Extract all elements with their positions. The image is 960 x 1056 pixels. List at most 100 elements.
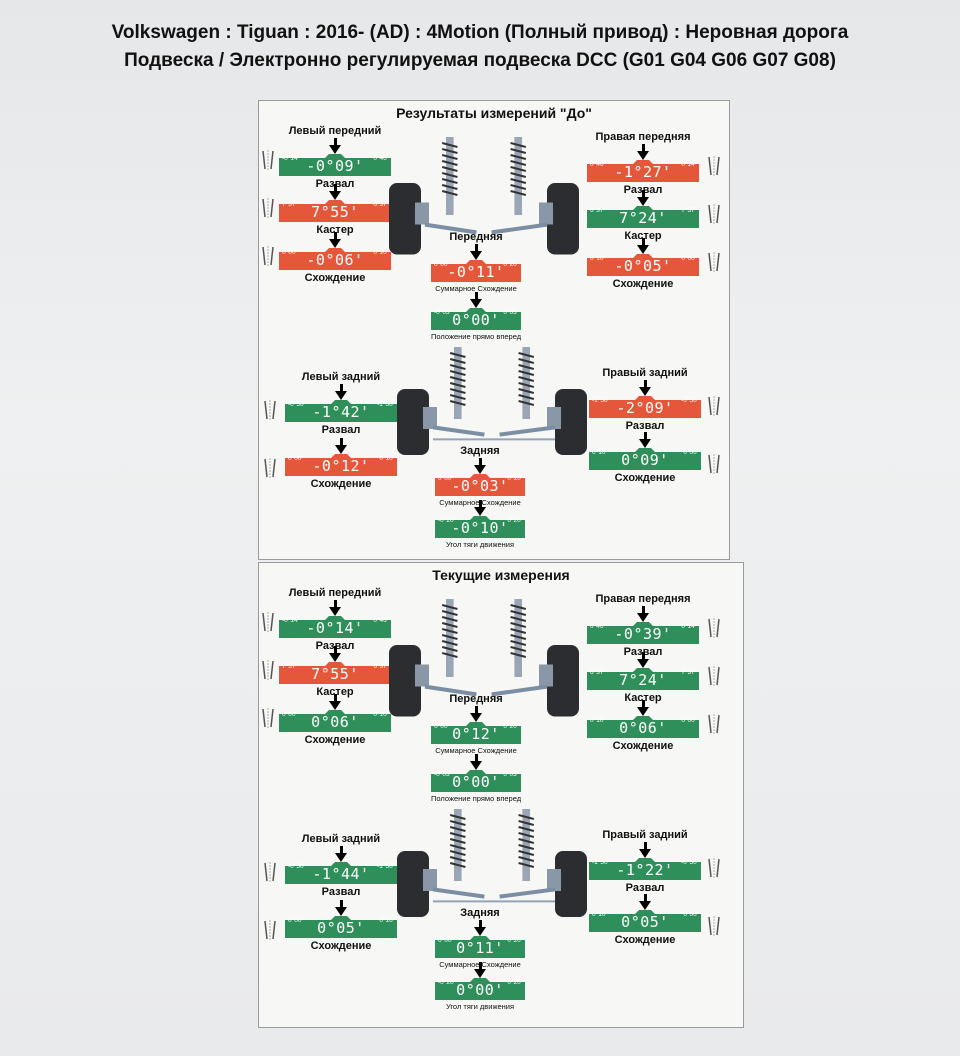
current-front-straight-label: Положение прямо вперед [431, 794, 522, 803]
range-max: 0°03' [503, 309, 518, 316]
current-front-right-camber-gauge: 0°46' 0°14' -0°39' [587, 622, 699, 644]
range-min: 0°10' [592, 449, 607, 456]
current-front-left-camber: Левый передний-0°14'0°46'-0°14'Развал [279, 587, 391, 652]
wheel-angle-icon [261, 457, 279, 484]
before-rear-thrust-value: -0°10' [451, 519, 509, 537]
range-min: 0°46' [590, 161, 605, 168]
range-max: 0°10' [373, 711, 388, 718]
range-max: -1°50' [377, 401, 394, 408]
current-front-total-toe-title: Передняя [449, 693, 503, 705]
current-rear-right-camber: Правый задний-1°50'-0°50'-1°22'Развал [589, 829, 701, 894]
current-front-total-toe-label: Суммарное Схождение [435, 746, 517, 755]
current-front-left-caster-gauge-shape [279, 662, 391, 684]
current-front-total-toe: Передняя 0°00'0°20'0°12' Суммарное Схожден… [431, 693, 521, 755]
before-front-total-toe-value: -0°11' [447, 263, 505, 281]
current-rear-thrust-gauge-shape [435, 978, 525, 1000]
range-max: 0°00' [681, 255, 696, 262]
before-rear-thrust-gauge: -0°20' 0°20'-0°10' [435, 516, 525, 538]
current-front-left-toe-value: 0°06' [311, 713, 359, 731]
range-min: 0°46' [590, 623, 605, 630]
before-rear-right-toe-gauge: 0°10'0°00'0°09' [589, 448, 701, 470]
range-max: 0°20' [507, 517, 522, 524]
range-min: 7°37' [282, 663, 297, 670]
current-front-right-camber-value: -0°39' [614, 625, 672, 643]
before-front-straight-gauge: -0°03' 0°03'0°00' [431, 308, 521, 330]
before-measurements-panel: Результаты измерений "До" Левый передний… [258, 100, 730, 560]
before-rear-suspension-illustration [397, 341, 587, 466]
range-min: -0°20' [438, 517, 455, 524]
before-front-right-camber-gauge: 0°46'0°14'-1°27' [587, 160, 699, 182]
down-arrow-icon [639, 894, 651, 910]
current-rear-thrust-gauge: -0°20'0°20'0°00' [435, 978, 525, 1000]
down-arrow-icon [335, 900, 347, 916]
before-front-straight-label: Положение прямо вперед [431, 332, 522, 341]
range-min: -0°03' [434, 309, 451, 316]
before-rear-left-toe-gauge-shape [285, 454, 397, 476]
current-front-right-toe-value: 0°06' [619, 719, 667, 737]
before-rear-right-toe-value: 0°09' [621, 451, 669, 469]
down-arrow-icon [335, 438, 347, 454]
before-rear-left-camber-gauge: -0°50'-1°50'-1°42' [285, 400, 397, 422]
before-front-left-camber-gauge-shape [279, 154, 391, 176]
before-front-total-toe-label: Суммарное Схождение [435, 284, 517, 293]
before-front-left-toe-gauge-shape [279, 248, 391, 270]
before-rear-thrust-gauge-shape [435, 516, 525, 538]
before-front-suspension-illustration [389, 131, 579, 266]
range-min: -0°14' [282, 155, 299, 162]
wheel-angle-icon [259, 611, 277, 638]
range-min: 0°00' [282, 249, 297, 256]
before-rear-total-toe-title: Задняя [460, 445, 500, 457]
down-arrow-icon [329, 232, 341, 248]
before-front-right-toe-value: -0°05' [614, 257, 672, 275]
current-rear-left-camber-value: -1°44' [312, 865, 370, 883]
wheel-angle-icon [261, 861, 279, 888]
range-max: 0°46' [373, 617, 388, 624]
vehicle-header-line2: Подвеска / Электронно регулируемая подве… [124, 50, 836, 71]
range-max: 0°20' [507, 475, 522, 482]
before-front-right-camber-value: -1°27' [614, 163, 672, 181]
before-front-right-toe: 0°10'0°00'-0°05'Схождение [587, 238, 699, 290]
current-front-left-camber-gauge-shape [279, 616, 391, 638]
before-front-left-toe: 0°00'0°10'-0°06'Схождение [279, 232, 391, 284]
current-rear-right-camber-value: -1°22' [616, 861, 674, 879]
down-arrow-icon [637, 652, 649, 668]
range-min: 0°10' [592, 911, 607, 918]
current-rear-left-toe-value: 0°05' [317, 919, 365, 937]
down-arrow-icon [329, 138, 341, 154]
wheel-angle-icon [705, 713, 723, 740]
range-max: 0°14' [681, 623, 696, 630]
range-max: 0°00' [683, 911, 698, 918]
current-rear-left-camber: Левый задний-0°50'-1°50'-1°44'Развал [285, 833, 397, 898]
range-max: 7°37' [681, 207, 696, 214]
before-rear-right-toe-label: Схождение [614, 472, 676, 484]
current-rear-total-toe-title: Задняя [460, 907, 500, 919]
range-max: 0°10' [373, 249, 388, 256]
before-front-straight-value: 0°00' [452, 311, 500, 329]
before-rear-left-toe: 0°00'0°10'-0°12'Схождение [285, 438, 397, 490]
current-front-left-camber-title: Левый передний [288, 587, 382, 599]
current-rear-thrust-value: 0°00' [456, 981, 504, 999]
range-min: -1°50' [592, 397, 609, 404]
current-rear-left-toe-label: Схождение [310, 940, 372, 952]
down-arrow-icon [335, 384, 347, 400]
current-front-total-toe-gauge-shape [431, 722, 521, 744]
before-panel-title: Результаты измерений "До" [396, 105, 592, 121]
current-front-left-caster-gauge: 7°37'6°37'7°55' [279, 662, 391, 684]
current-front-right-camber-gauge-shape [587, 622, 699, 644]
before-front-left-caster-gauge: 7°37'6°37'7°55' [279, 200, 391, 222]
down-arrow-icon [639, 380, 651, 396]
before-rear-left-camber: Левый задний-0°50'-1°50'-1°42'Развал [285, 371, 397, 436]
wheel-angle-icon [261, 919, 279, 946]
range-max: -0°50' [681, 397, 698, 404]
before-front-right-toe-gauge-shape [587, 254, 699, 276]
down-arrow-icon [637, 190, 649, 206]
current-front-right-toe-gauge: 0°10'0°00'0°06' [587, 716, 699, 738]
before-front-right-camber-title: Правая передняя [595, 131, 691, 143]
down-arrow-icon [639, 842, 651, 858]
down-arrow-icon [474, 458, 486, 474]
current-front-total-toe-gauge: 0°00'0°20'0°12' [431, 722, 521, 744]
before-front-total-toe-title: Передняя [449, 231, 503, 243]
before-front-total-toe-gauge: 0°00'0°20'-0°11' [431, 260, 521, 282]
range-max: 0°20' [503, 261, 518, 268]
